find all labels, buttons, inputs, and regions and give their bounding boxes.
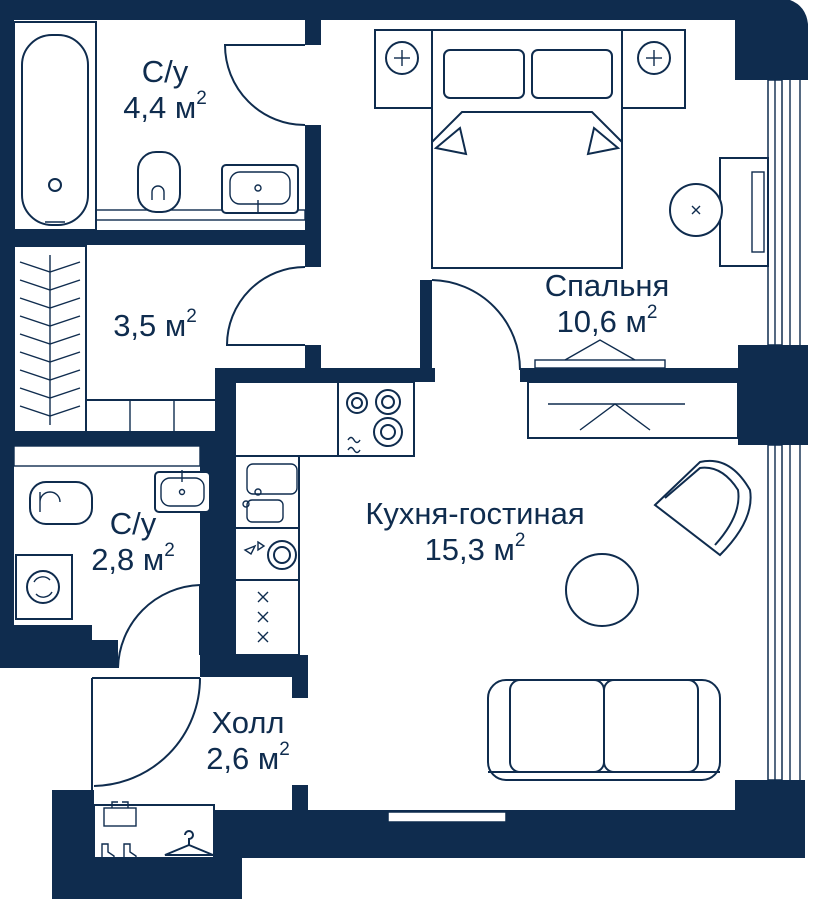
room-area: 2,6 м2 (206, 738, 290, 776)
room-area: 15,3 м2 (424, 529, 526, 567)
sofa-icon (487, 679, 721, 781)
fridge-icon (234, 579, 300, 656)
tv-icon (534, 339, 666, 369)
room-name: С/у (109, 506, 157, 541)
room-area: 4,4 м2 (123, 87, 207, 125)
room-label-kitchen-living: Кухня-гостиная 15,3 м2 (330, 496, 620, 567)
room-name: Кухня-гостиная (365, 496, 585, 531)
dishwasher-icon (234, 527, 300, 581)
stove-icon (337, 381, 415, 457)
hanger-icon (164, 830, 214, 856)
room-label-storage: 3,5 м2 (90, 306, 220, 344)
tv-stand-icon (527, 381, 739, 439)
shoe-rack-icon (93, 801, 215, 859)
room-area: 10,6 м2 (556, 301, 658, 339)
sink-icon (221, 164, 299, 214)
washing-machine-icon (15, 554, 73, 620)
room-area: 2,8 м2 (91, 539, 175, 577)
room-name: Спальня (544, 268, 670, 303)
lamp-icon (669, 183, 723, 237)
bed-icon (374, 29, 686, 269)
toilet-icon (137, 151, 181, 213)
armchair-icon (653, 459, 752, 557)
room-area: 3,5 м2 (113, 306, 197, 343)
room-label-hall: Холл 2,6 м2 (183, 705, 313, 776)
room-name: Холл (211, 705, 285, 740)
desk-icon (719, 157, 769, 267)
room-label-bathroom-top: С/у 4,4 м2 (100, 54, 230, 125)
nightstand-icon (385, 41, 671, 75)
room-label-bedroom: Спальня 10,6 м2 (522, 268, 692, 339)
doors (91, 44, 521, 790)
kitchen-sink-icon (234, 455, 300, 529)
small-bathroom-fixtures (13, 445, 211, 525)
wardrobe-icon (13, 245, 217, 433)
bathtub-icon (13, 21, 97, 231)
room-name: С/у (141, 54, 189, 89)
round-table-icon (565, 553, 639, 627)
room-label-bathroom-small: С/у 2,8 м2 (68, 506, 198, 577)
